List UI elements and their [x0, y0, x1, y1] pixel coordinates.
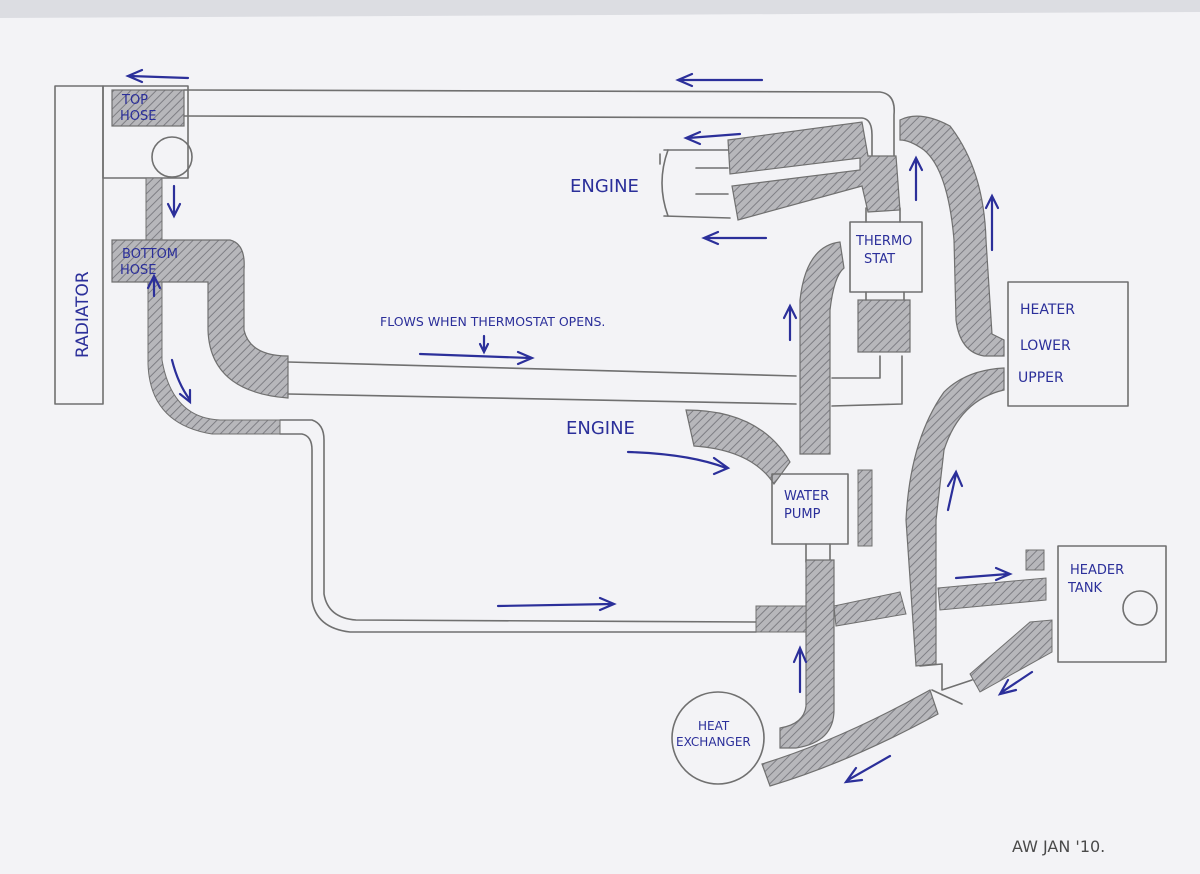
arrow-icon	[125, 68, 190, 84]
heater-lower-label: LOWER	[1020, 338, 1071, 354]
header-tank-cap-icon	[1122, 590, 1158, 626]
heater-return-hose	[899, 115, 1005, 357]
water-pump-label-1: WATER	[784, 489, 829, 504]
water-pump-label-2: PUMP	[784, 507, 821, 522]
heater-upper-label: UPPER	[1018, 370, 1064, 386]
top-hose: TOP HOSE	[111, 89, 185, 127]
radiator-neck-hose	[145, 177, 163, 241]
header-tank-overflow-hose	[937, 577, 1047, 611]
header-tank-feed-hose	[833, 591, 907, 627]
engine-top: ENGINE	[570, 121, 901, 221]
arrow-icon	[946, 469, 964, 512]
heater: HEATER LOWER UPPER	[1007, 281, 1129, 407]
signature: AW JAN '10.	[1012, 837, 1105, 856]
engine-mid-label: ENGINE	[566, 418, 635, 439]
header-tank-top-stub	[1025, 549, 1045, 571]
arrow-icon	[782, 303, 798, 342]
junction-pipe	[919, 663, 973, 705]
header-tank-label-1: HEADER	[1070, 563, 1124, 578]
thermostat-label-1: THERMO	[855, 234, 912, 249]
heat-exchanger-label-1: HEAT	[698, 719, 730, 733]
top-pipe-inner	[183, 115, 873, 161]
pump-to-thermostat-hose	[799, 241, 845, 455]
arrow-icon	[997, 670, 1034, 696]
thermostat-return-pipe	[287, 361, 797, 377]
radiator: RADIATOR	[54, 85, 193, 405]
pump-feed-pipe-inner	[279, 433, 757, 633]
pump-to-exchanger-hose	[779, 559, 835, 749]
bypass-hose	[147, 281, 281, 435]
arrow-icon	[170, 358, 192, 405]
water-pump: WATER PUMP	[771, 469, 873, 563]
top-pipe	[183, 89, 896, 211]
arrow-icon	[701, 230, 768, 246]
thermostat-outlet-pipe-inner	[831, 355, 881, 379]
flows-note: FLOWS WHEN THERMOSTAT OPENS.	[380, 314, 605, 329]
radiator-cap-icon	[151, 136, 193, 178]
bottom-hose-label-1: BOTTOM	[122, 247, 178, 262]
arrow-icon	[418, 350, 535, 366]
top-hose-label-1: TOP	[121, 93, 148, 108]
paper-sheet	[0, 12, 1200, 874]
arrow-icon	[626, 450, 731, 476]
top-hose-label-2: HOSE	[120, 109, 156, 124]
thermostat-outlet-pipe	[831, 355, 903, 407]
arrow-icon	[984, 193, 1000, 252]
thermostat-return-pipe-lower	[287, 393, 797, 405]
arrow-icon	[478, 334, 490, 355]
flows-note-label: FLOWS WHEN THERMOSTAT OPENS.	[380, 314, 605, 329]
arrow-icon	[166, 184, 182, 219]
exchanger-return-hose	[761, 689, 939, 787]
heat-exchanger-label-2: EXCHANGER	[676, 735, 751, 749]
heater-label: HEATER	[1020, 302, 1075, 318]
arrow-icon	[496, 596, 617, 612]
arrow-icon	[146, 273, 162, 298]
arrow-icon	[954, 566, 1013, 582]
radiator-label: RADIATOR	[73, 271, 93, 358]
arrow-icon	[683, 130, 742, 146]
engine-top-label: ENGINE	[570, 176, 639, 197]
thermostat-label-2: STAT	[864, 252, 895, 267]
engine-mid: ENGINE	[566, 409, 791, 486]
pump-inlet-hose	[755, 605, 807, 633]
arrow-icon	[675, 72, 764, 88]
thermostat: THERMO STAT	[849, 207, 923, 353]
heater-feed-hose	[905, 367, 1005, 667]
flow-arrows	[125, 68, 1034, 784]
bottom-hose-label-2: HOSE	[120, 263, 156, 278]
header-tank-return-hose	[969, 619, 1053, 693]
header-tank-label-2: TANK	[1067, 581, 1103, 596]
heat-exchanger: HEAT EXCHANGER	[671, 691, 765, 785]
arrow-icon	[908, 155, 924, 202]
pump-feed-pipe	[279, 419, 757, 623]
arrow-icon	[792, 645, 808, 694]
header-tank: HEADER TANK	[1057, 545, 1167, 663]
arrow-icon	[843, 754, 892, 784]
